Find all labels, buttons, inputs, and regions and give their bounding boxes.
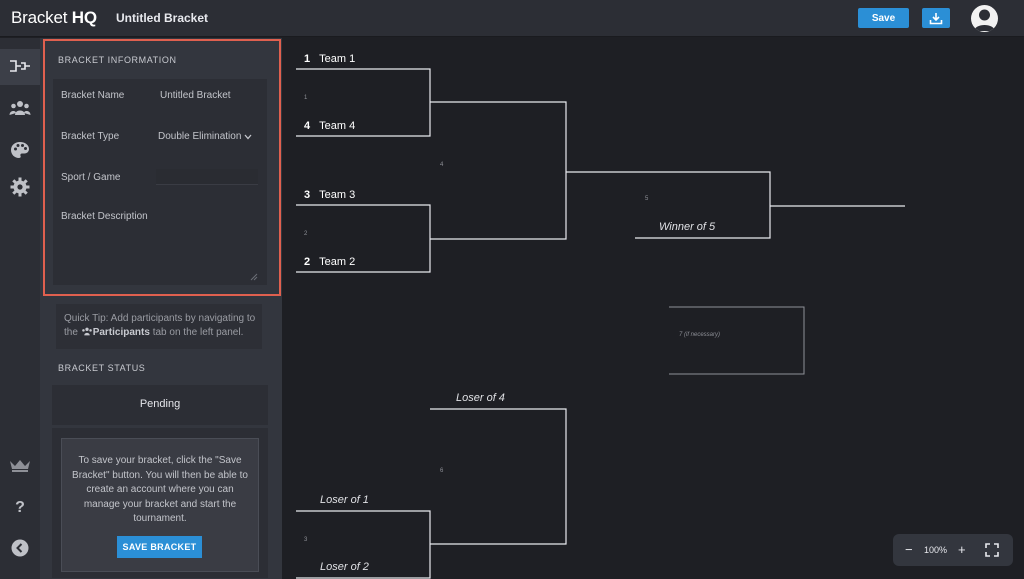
- zoom-level: 100%: [924, 545, 948, 555]
- zoom-control: − 100% +: [893, 534, 1013, 566]
- rail-item-bracket[interactable]: [0, 49, 40, 85]
- loser-slot[interactable]: Loser of 4: [456, 392, 505, 404]
- user-avatar-icon[interactable]: [971, 5, 998, 32]
- top-bar: Bracket HQ Untitled Bracket Save: [0, 0, 1024, 37]
- participants-icon: [9, 101, 31, 115]
- zoom-out-button[interactable]: −: [905, 542, 913, 557]
- rail-item-participants[interactable]: [0, 90, 40, 126]
- collapse-icon: [11, 539, 29, 557]
- fullscreen-icon[interactable]: [985, 543, 999, 557]
- winner-slot[interactable]: Winner of 5: [659, 221, 716, 233]
- download-icon: [929, 12, 943, 24]
- bracket-icon: [10, 60, 30, 72]
- rail-item-help[interactable]: ?: [0, 490, 40, 526]
- bracket-canvas[interactable]: [282, 38, 1024, 579]
- bracket-name-input[interactable]: Untitled Bracket: [160, 90, 231, 101]
- chevron-down-icon: [244, 134, 252, 139]
- save-note-text: To save your bracket, click the "Save Br…: [72, 455, 248, 524]
- bracket-description-label: Bracket Description: [61, 211, 148, 222]
- quick-tip: Quick Tip: Add participants by navigatin…: [56, 304, 262, 349]
- crown-icon: [10, 460, 30, 472]
- save-button[interactable]: Save: [858, 8, 909, 28]
- status-badge: Pending: [139, 398, 181, 410]
- resize-grip-icon[interactable]: [250, 273, 258, 281]
- final-reset-slot[interactable]: 7 (if necessary): [679, 332, 721, 338]
- sport-game-label: Sport / Game: [61, 172, 121, 183]
- bracket-information-highlight: [43, 39, 281, 296]
- match-number: 3: [304, 537, 308, 543]
- download-button[interactable]: [922, 8, 950, 28]
- bracket-type-value: Double Elimination: [158, 131, 242, 142]
- bracket-type-label: Bracket Type: [61, 131, 120, 142]
- palette-icon: [11, 142, 29, 158]
- rail-item-settings[interactable]: [0, 169, 40, 205]
- app-logo[interactable]: Bracket HQ: [11, 8, 97, 27]
- rail-item-theme[interactable]: [0, 132, 40, 168]
- save-bracket-button[interactable]: SAVE BRACKET: [117, 536, 202, 558]
- gear-icon: [10, 177, 30, 197]
- match-number: 4: [440, 162, 444, 168]
- sport-game-input[interactable]: [156, 169, 258, 185]
- match-number: 1: [304, 95, 308, 101]
- match-number: 6: [440, 468, 444, 474]
- zoom-in-button[interactable]: +: [958, 542, 966, 557]
- loser-slot[interactable]: Loser of 1: [320, 494, 369, 506]
- bracket-status-title: BRACKET STATUS: [58, 363, 146, 373]
- participants-icon: [81, 327, 92, 336]
- bracket-type-select[interactable]: Double Elimination: [158, 131, 252, 142]
- status-box: [52, 385, 268, 425]
- loser-slot[interactable]: Loser of 2: [320, 561, 369, 573]
- bracket-title[interactable]: Untitled Bracket: [116, 11, 209, 25]
- match-number: 2: [304, 231, 308, 237]
- bracket-name-label: Bracket Name: [61, 90, 125, 101]
- icon-rail: ?: [0, 38, 40, 579]
- participants-tip-link[interactable]: Participants: [92, 327, 150, 338]
- rail-item-collapse[interactable]: [0, 530, 40, 566]
- rail-item-upgrade[interactable]: [0, 447, 40, 483]
- bracket-information-title: BRACKET INFORMATION: [58, 55, 177, 65]
- match-number: 5: [645, 196, 649, 202]
- help-icon: ?: [15, 499, 25, 516]
